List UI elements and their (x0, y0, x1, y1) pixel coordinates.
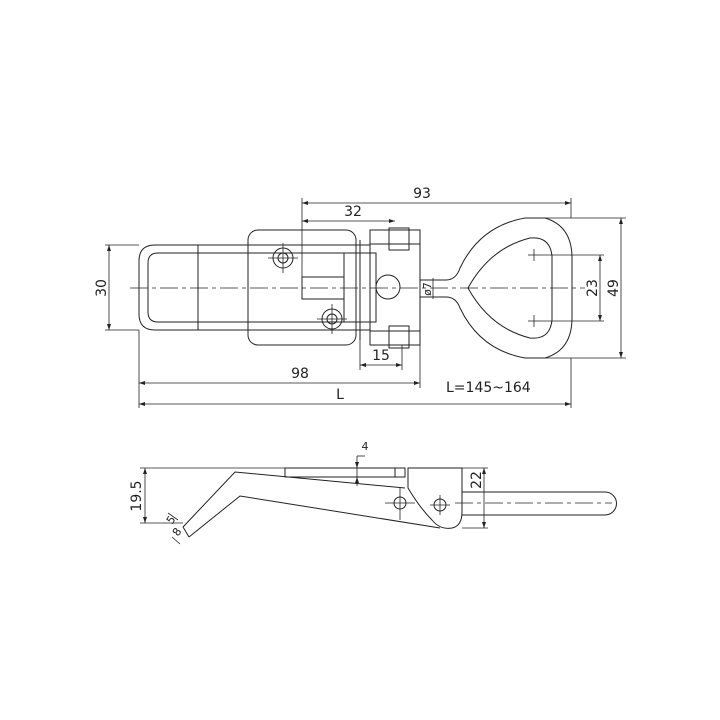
dim-23: 23 (585, 279, 601, 297)
top-view: 93 32 30 15 98 L L=145~164 ø7 (94, 186, 626, 408)
dim-22: 22 (469, 471, 485, 489)
dim-4: 4 (362, 440, 369, 453)
hinge-bracket (369, 229, 421, 346)
dim-30: 30 (94, 279, 110, 297)
pivot-pin (375, 274, 401, 300)
length-range-note: L=145~164 (446, 380, 531, 396)
top-plate (284, 467, 406, 478)
handle-inner (467, 237, 553, 339)
side-bracket (407, 467, 463, 529)
wire-loop-inner (147, 252, 198, 323)
dim-8: 8 (170, 525, 185, 538)
dim-32: 32 (344, 204, 362, 220)
dim-93: 93 (413, 186, 431, 202)
dim-49: 49 (606, 279, 622, 297)
wire-loop-outer (138, 244, 198, 331)
dim-98: 98 (291, 366, 309, 382)
side-view: 4 19.5 22 5 8 (129, 440, 617, 545)
dim-15: 15 (372, 348, 390, 364)
dim-19-5: 19.5 (129, 480, 145, 511)
dim-diameter-7: ø7 (421, 282, 434, 296)
dim-L: L (336, 387, 344, 403)
